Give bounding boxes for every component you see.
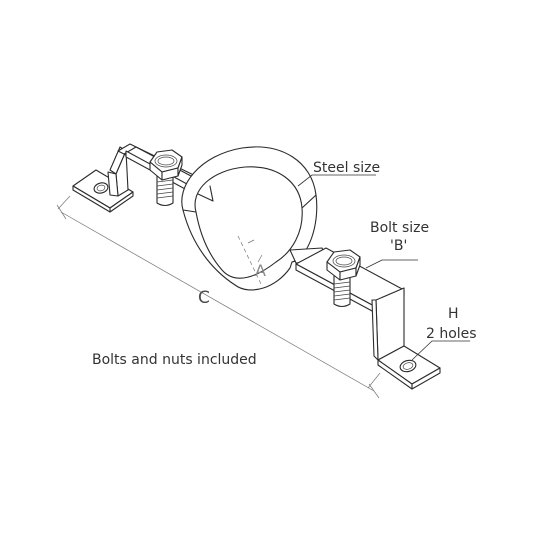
left-bolt [149, 149, 183, 207]
left-foot [72, 146, 134, 213]
hole-code-label: H [448, 306, 459, 322]
bolt-code-label: 'B' [390, 238, 407, 254]
dimension-a-label: A [255, 261, 266, 280]
dimension-c-label: C [198, 288, 210, 308]
dimension-c [56, 195, 381, 399]
leader-lines [297, 174, 470, 361]
steel-size-label: Steel size [313, 160, 380, 176]
clip-ring [181, 146, 329, 291]
dimension-a [237, 235, 263, 287]
right-foot [371, 287, 441, 390]
right-bolt [326, 249, 361, 308]
bolt-size-label: Bolt size [370, 220, 429, 236]
hole-count-label: 2 holes [426, 326, 477, 342]
bolts-note: Bolts and nuts included [92, 352, 257, 368]
